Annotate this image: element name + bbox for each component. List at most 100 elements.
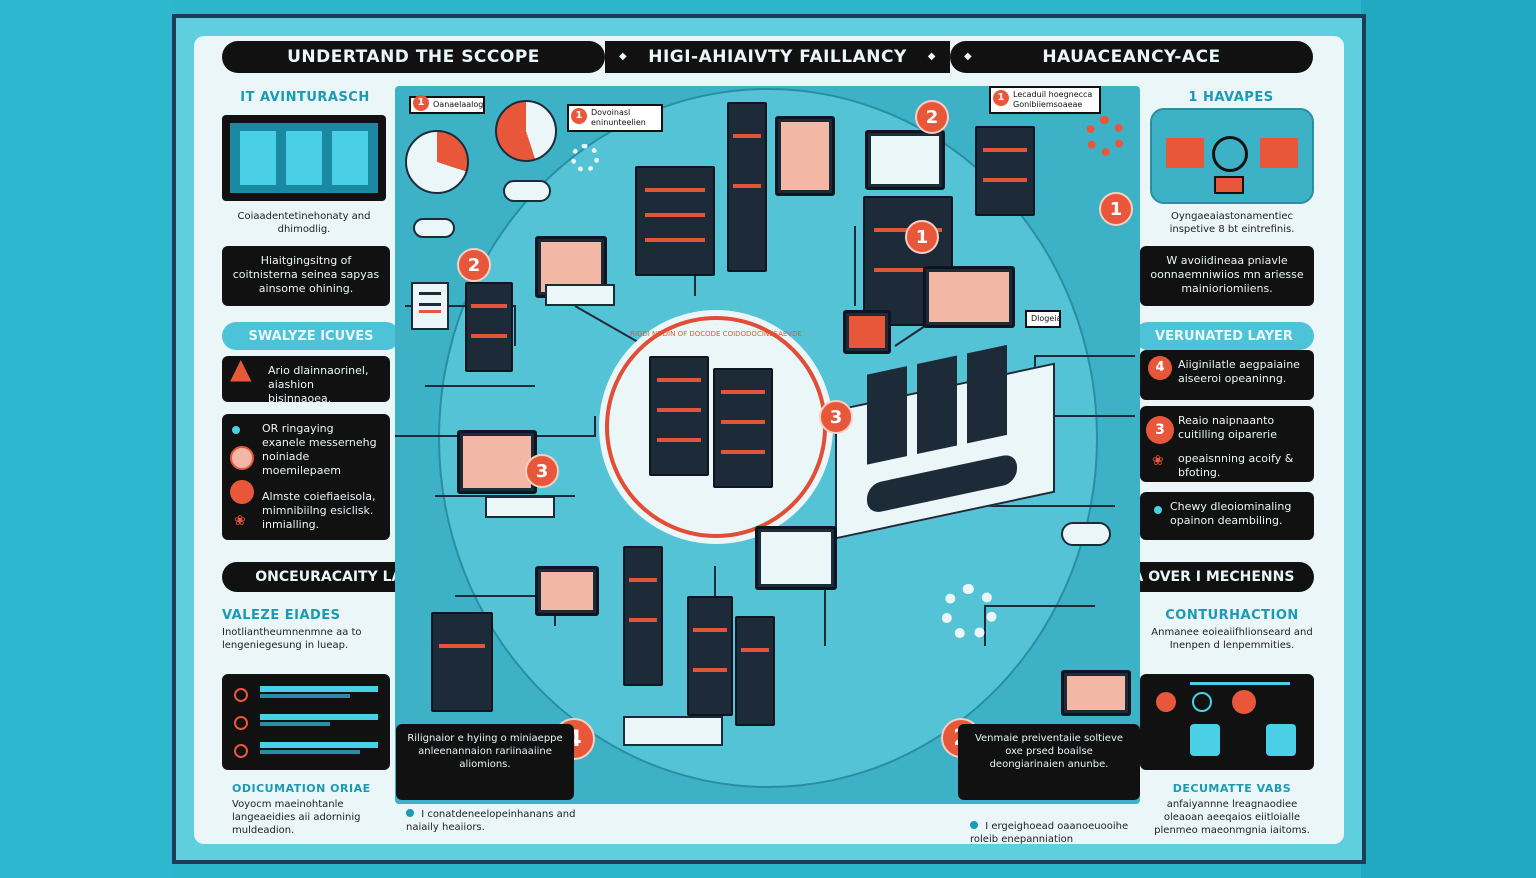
header-bar-ace-text: HAUACEANCY-ACE	[1042, 47, 1221, 67]
monitor	[865, 130, 945, 190]
step-1-badge: 1	[1099, 192, 1133, 226]
background-left	[0, 0, 175, 878]
left-card-3a-text: OR ringaying exanele messernehg noiniade…	[262, 422, 377, 477]
center-diagram-panel: 1 Oanaelaalog 1 Dovoinasl eninunteelien …	[395, 86, 1140, 804]
bar-dot-icon	[234, 688, 248, 702]
gear-icon	[571, 144, 599, 172]
right-footer-text: anfaiyannne lreagnaodiee oleaoan aeeqaio…	[1154, 799, 1310, 836]
server-rack	[975, 126, 1035, 216]
monitor	[843, 310, 891, 354]
cloud-icon	[1061, 522, 1111, 546]
server-rack	[465, 282, 513, 372]
server-rack	[431, 612, 493, 712]
keyboard-icon	[623, 716, 723, 746]
left-dashboard	[222, 115, 386, 201]
flame-icon: ❀	[234, 513, 246, 529]
pill-analyze-issues: SWALYZE ICUVES	[222, 322, 400, 350]
dot-icon	[406, 809, 414, 817]
background-right	[1361, 0, 1536, 878]
alert-icon	[1156, 692, 1176, 712]
step-1-badge: 1	[571, 108, 587, 124]
progress-bar	[260, 694, 350, 698]
left-card-3c-text: inmialling.	[262, 518, 320, 531]
center-ring: RIDDI NDDIN OF DOCODE COIDODOCINESAEVDE	[605, 316, 827, 538]
ring-text: RIDDI NDDIN OF DOCODE COIDODOCINESAEVDE	[630, 330, 802, 338]
label-top-right-text: Lecaduil hoegnecca Gonibiiemsoaeae	[1013, 90, 1093, 109]
bottom-card-left: Rilignaior e hyiing o miniaeppe anleenan…	[396, 724, 574, 800]
progress-bar	[260, 750, 360, 754]
step-2-badge: 2	[457, 248, 491, 282]
server-rack	[635, 166, 715, 276]
server-rack	[735, 616, 775, 726]
step-4-badge: 4	[1148, 356, 1172, 380]
header-bar-failancy: ◆ HIGI-AHIAIVTY FAILLANCY ◆	[605, 41, 950, 73]
left-caption-1: Coiaadentetinehonaty and dhimodlig.	[237, 211, 371, 235]
right-footer-title: DECUMATTE VABS	[1172, 782, 1292, 795]
dot-icon	[970, 821, 978, 829]
device-icon	[1266, 724, 1296, 756]
left-card-3: ❀ OR ringaying exanele messernehg noinia…	[222, 414, 390, 540]
bottom-card-right: Venmaie preiventaiie soltieve oxe prsed …	[958, 724, 1140, 800]
dashboard-panel	[332, 131, 368, 185]
bottom-caption-left-text: I conatdeneelopeinhanans and naiaily hea…	[406, 809, 576, 833]
circle-icon	[230, 446, 254, 470]
right-illustration-panel	[1150, 108, 1314, 204]
pointer-icon	[1192, 692, 1212, 712]
step-3-badge: 3	[525, 454, 559, 488]
bottom-caption-right: I ergeighoead oaanoeuooihe roleib enepan…	[970, 820, 1140, 846]
left-footer-text: Voyocm maeinohtanle langeaeidies aii ado…	[232, 799, 361, 836]
step-1-badge: 1	[413, 95, 429, 111]
pill-verunated-layer: VERUNATED LAYER	[1134, 322, 1314, 350]
dot-icon	[232, 426, 240, 434]
bullet-icon: ◆	[619, 51, 628, 62]
bullet-icon: ◆	[964, 51, 973, 62]
header-bar-scope-text: UNDERTAND THE SCCOPE	[287, 47, 540, 67]
right-card-3a-text: Reaio naipnaanto cuitilling oiparerie	[1178, 414, 1277, 441]
header-bar-ace: ◆ HAUACEANCY-ACE	[950, 41, 1313, 73]
right-card-1: W avoiidineaa pniavle oonnaemniwiios mn …	[1140, 246, 1314, 306]
bar-dot-icon	[234, 744, 248, 758]
right-caption-2: Anmanee eoieaiifhlionseard and Inenpen d…	[1151, 627, 1313, 651]
left-heading-1: IT AVINTURASCH	[240, 90, 370, 105]
header-bar-scope: UNDERTAND THE SCCOPE	[222, 41, 605, 73]
server-rack	[623, 546, 663, 686]
right-card-3b-text: opeaisnning acoify & bfoting.	[1178, 452, 1294, 479]
device-icon	[1190, 724, 1220, 756]
progress-bar	[260, 686, 378, 692]
monitor	[775, 116, 835, 196]
right-card-3: 3 ❀ Reaio naipnaanto cuitilling oipareri…	[1140, 406, 1314, 482]
folder-icon	[1166, 138, 1204, 168]
dashboard-screen	[230, 123, 378, 193]
right-card-4: Chewy dleoiominaling opainon deambiling.	[1140, 492, 1314, 540]
box-icon	[1214, 176, 1244, 194]
core-server-rack	[713, 368, 773, 488]
monitor	[923, 266, 1015, 328]
header-bar-failancy-text: HIGI-AHIAIVTY FAILLANCY	[648, 47, 907, 67]
flame-icon	[1232, 690, 1256, 714]
left-footer-title: ODICUMATION ORIAE	[232, 782, 371, 795]
progress-bar	[260, 714, 378, 720]
step-1-badge: 1	[905, 220, 939, 254]
dashboard-panel	[286, 131, 322, 185]
right-heading-2: CONTURHACTION	[1165, 608, 1299, 623]
left-card-1: Hiaitgingsitng of coitnisterna seinea sa…	[222, 246, 390, 306]
right-card-2: 4 Aiiginilatle aegpaiaine aiseeroi opean…	[1140, 350, 1314, 400]
label-top-left: 1 Oanaelaalog	[409, 95, 485, 114]
right-icons-card	[1140, 674, 1314, 770]
bullet-icon: ◆	[927, 51, 936, 62]
left-card-3b-text: Almste coiefiaeisola, mimnibiilng esicli…	[262, 490, 376, 517]
left-card-2: ▲ Ario dlainnaorinel, aiashion bisinnaoe…	[222, 352, 390, 405]
left-card-2-text: Ario dlainnaorinel, aiashion bisinnaoea.	[268, 364, 369, 405]
step-3-badge: 3	[1146, 416, 1174, 444]
step-3-badge: 3	[819, 400, 853, 434]
gear-icon	[1085, 116, 1125, 156]
progress-bar	[260, 742, 378, 748]
globe-icon	[1212, 136, 1248, 172]
right-heading-1: 1 HAVAPES	[1188, 90, 1274, 105]
monitor	[755, 526, 837, 590]
folder-icon	[1260, 138, 1298, 168]
monitor	[535, 566, 599, 616]
warning-icon: ▲	[230, 352, 252, 385]
gear-icon	[941, 584, 997, 640]
document-icon	[411, 282, 449, 330]
